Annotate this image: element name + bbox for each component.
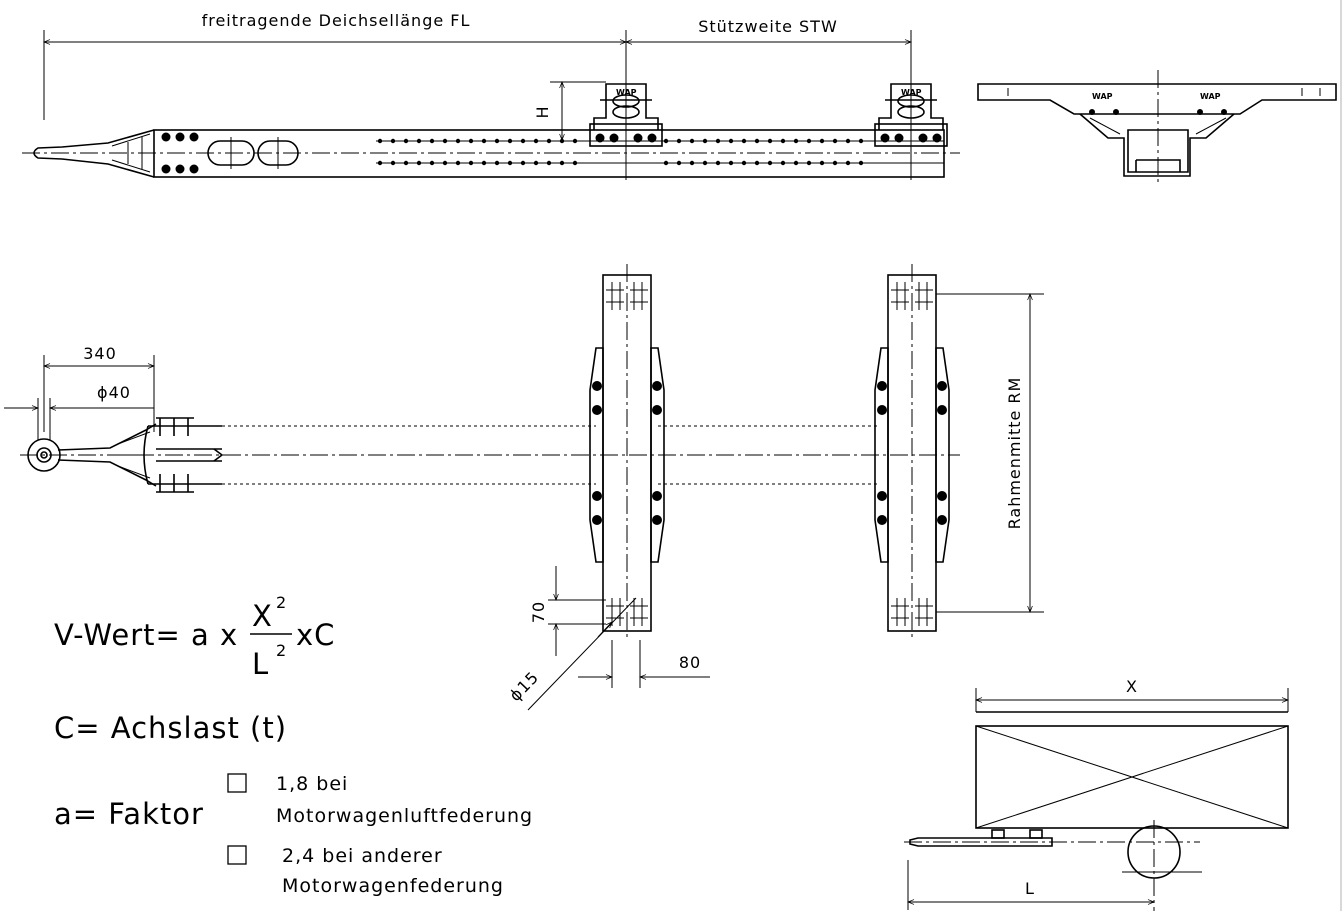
- page-right-edge: [1340, 0, 1342, 911]
- rm-label: Rahmenmitte RM: [1005, 377, 1024, 530]
- front-cross-member: [589, 264, 665, 640]
- nose-bracing: [111, 133, 151, 173]
- end-view: WAP WAP: [977, 70, 1337, 186]
- beam-slots: [207, 137, 299, 169]
- nose-bolts: [161, 132, 199, 174]
- x-label: X: [1126, 677, 1138, 696]
- c-definition: C= Achslast (t): [54, 711, 287, 745]
- formula-rhs: xC: [296, 618, 335, 652]
- d80-label: 80: [679, 653, 701, 672]
- h-label: H: [533, 105, 552, 118]
- end-view-stamp-right: WAP: [1200, 92, 1221, 101]
- v-value-formula: V-Wert= a x X 2 L 2 xC C= Achslast (t) a…: [54, 593, 533, 897]
- a-definition: a= Faktor: [54, 797, 204, 831]
- option-1-line1: 1,8 bei: [276, 773, 348, 795]
- front-bracket-stamp: WAP: [616, 88, 637, 97]
- plan-clamps: [156, 417, 194, 493]
- l-label: L: [1025, 879, 1035, 898]
- end-view-stamp-left: WAP: [1092, 92, 1113, 101]
- side-view: freitragende Deichsellänge FL Stützweite…: [22, 11, 960, 180]
- fl-label: freitragende Deichsellänge FL: [202, 11, 471, 30]
- phi40-label: ϕ40: [97, 383, 131, 402]
- option-2-line1: 2,4 bei anderer: [282, 845, 443, 867]
- schematic-view: X L: [904, 677, 1289, 911]
- option-2-checkbox[interactable]: [227, 845, 247, 865]
- stw-label: Stützweite STW: [698, 17, 838, 36]
- d340-label: 340: [83, 344, 117, 363]
- option-1-line2: Motorwagenluftfederung: [276, 805, 533, 827]
- front-support-bracket: WAP: [589, 83, 663, 147]
- formula-denominator: L: [252, 647, 269, 681]
- d70-label: 70: [529, 601, 548, 623]
- rear-bracket-stamp: WAP: [901, 88, 922, 97]
- drawbar-nose: [33, 129, 155, 178]
- formula-numerator: X: [252, 599, 273, 633]
- option-1-checkbox[interactable]: [227, 773, 247, 793]
- beam-hole-rows: [376, 138, 944, 166]
- rear-cross-member: [874, 264, 950, 640]
- drawbar-shank: [57, 423, 157, 487]
- mini-drawbar: [909, 837, 1053, 847]
- formula-lhs: V-Wert= a x: [54, 618, 238, 652]
- plan-view: 340 ϕ40: [4, 264, 1044, 711]
- formula-den-exp: 2: [276, 641, 286, 660]
- phi15-label: ϕ15: [505, 667, 542, 705]
- rear-support-bracket: WAP: [874, 83, 948, 147]
- phi15-leader: [527, 597, 637, 711]
- load-box: [975, 725, 1289, 829]
- option-2-line2: Motorwagenfederung: [282, 875, 504, 897]
- formula-num-exp: 2: [276, 593, 286, 612]
